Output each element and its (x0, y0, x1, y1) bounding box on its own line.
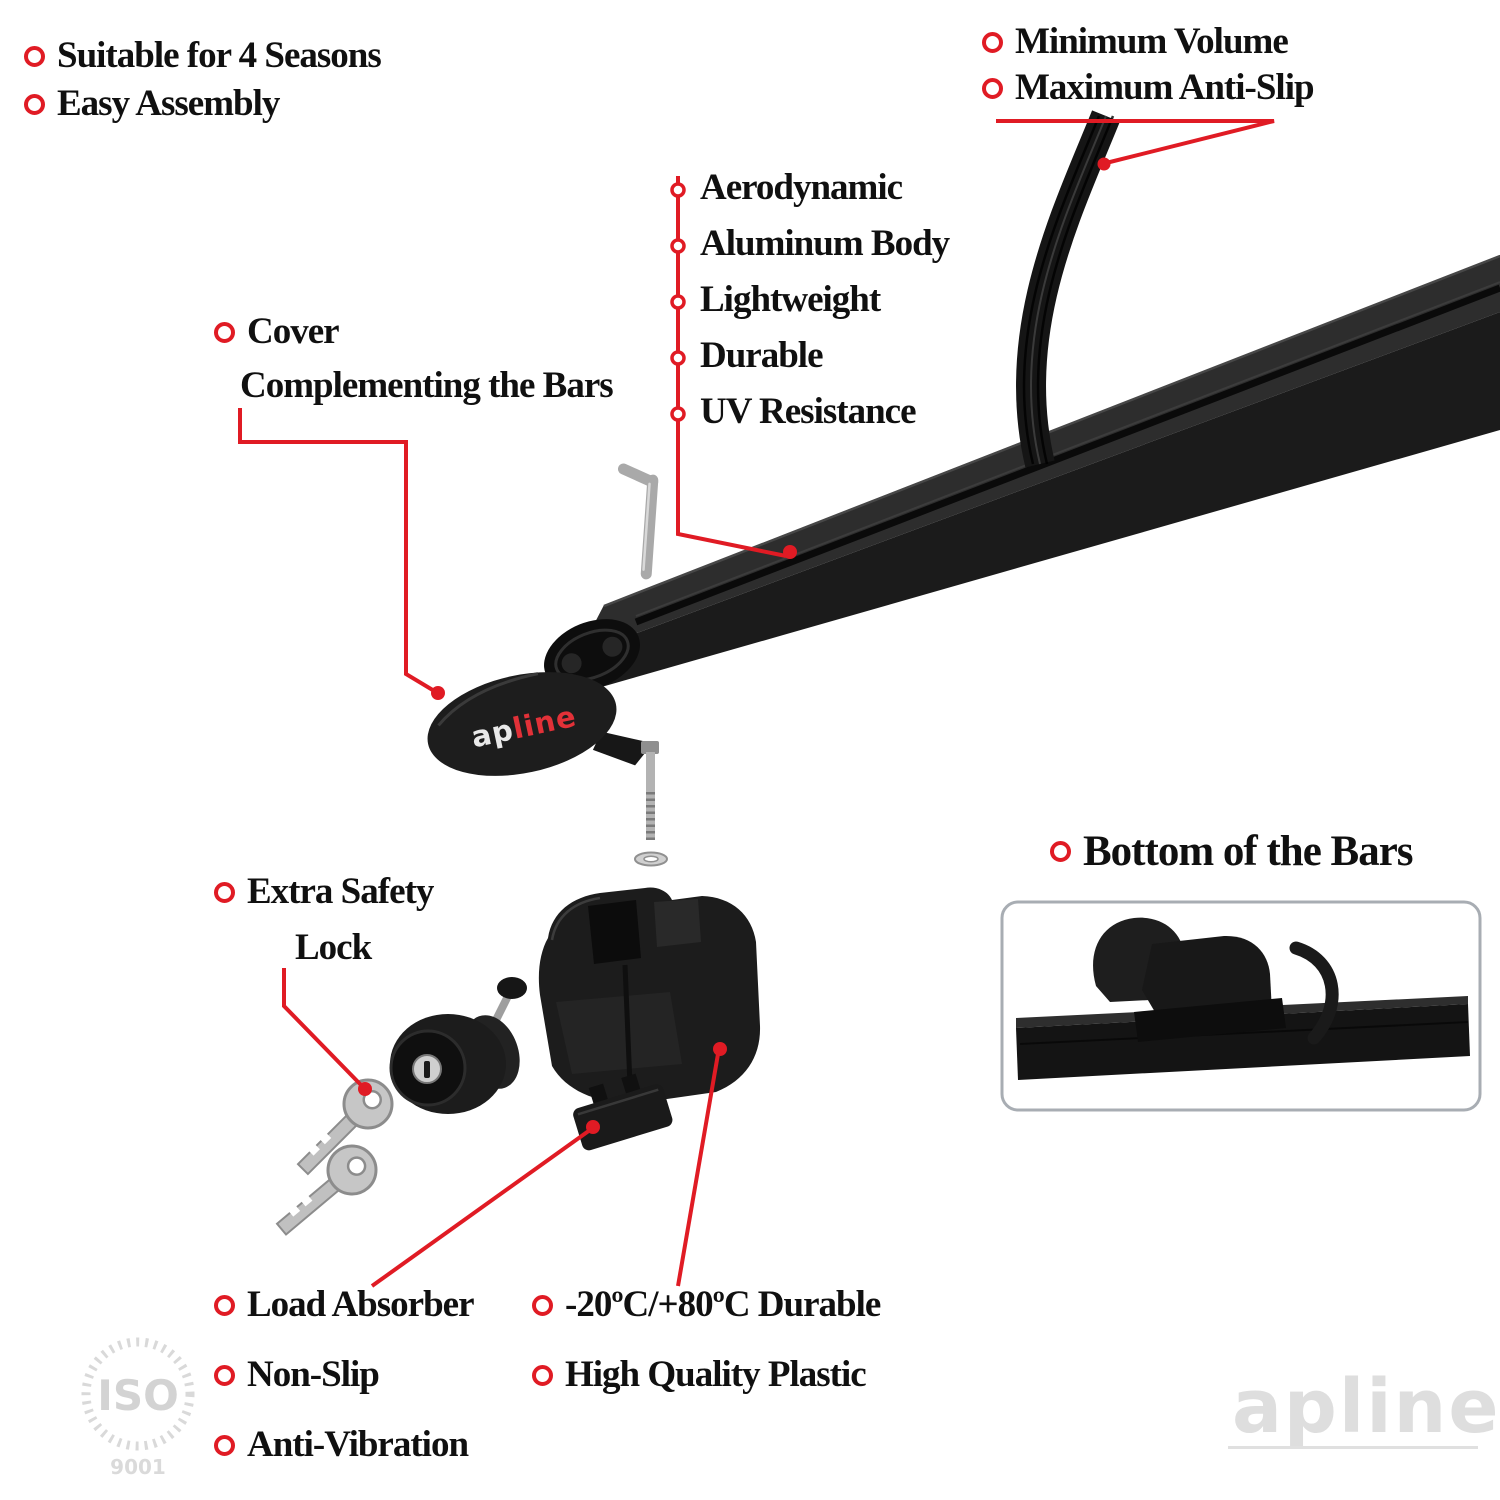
bolt (641, 741, 659, 840)
bullet-icon (982, 31, 1003, 53)
callout-absorber-line (370, 1128, 592, 1288)
bar-end-profile (544, 619, 640, 691)
label-uv-resistance: UV Resistance (700, 391, 916, 432)
label-lock: Lock (295, 927, 372, 968)
label-load-absorber: Load Absorber (214, 1284, 475, 1326)
watermark-text: apline (1232, 1364, 1500, 1450)
label-aluminum-body: Aluminum Body (700, 223, 950, 264)
cover-tail (592, 731, 653, 766)
feature-bullet-icon (670, 406, 686, 422)
label-extra-safety: Extra Safety (214, 871, 434, 913)
bullet-icon (532, 1364, 553, 1386)
dot-foot (713, 1042, 727, 1056)
dot-bar (783, 545, 797, 559)
mounting-foot (538, 887, 761, 1104)
label-suitable-seasons: Suitable for 4 Seasons (24, 35, 382, 77)
callout-durable-line (676, 1053, 720, 1287)
allen-key (617, 463, 659, 580)
bullet-icon (24, 45, 45, 67)
label-easy-assembly: Easy Assembly (24, 83, 280, 125)
bullet-icon (214, 1364, 235, 1386)
label-lightweight: Lightweight (700, 279, 881, 320)
label-maximum-antislip: Maximum Anti-Slip (982, 67, 1315, 109)
bullet-icon (214, 321, 235, 343)
label-cover-line2: Complementing the Bars (240, 365, 614, 406)
callout-dots (358, 157, 1111, 1134)
dot-strip (1097, 157, 1111, 171)
bullet-icon (214, 1434, 235, 1456)
rubber-strip (1015, 110, 1120, 468)
bar-groove-highlight (635, 281, 1500, 617)
label-minimum-volume: Minimum Volume (982, 21, 1289, 63)
bullet-icon (24, 93, 45, 115)
bullet-icon (1050, 841, 1071, 863)
label-aerodynamic: Aerodynamic (700, 167, 903, 208)
dot-endcap (586, 1120, 600, 1134)
iso-number: 9001 (110, 1455, 166, 1479)
bullet-icon (214, 881, 235, 903)
iso-text: ISO (97, 1371, 179, 1420)
bar-front-face (556, 312, 1500, 700)
brand-watermark: apline (1228, 1364, 1500, 1450)
load-absorber-part (573, 1073, 673, 1151)
lock-part (389, 977, 527, 1114)
bullet-icon (982, 77, 1003, 99)
callout-cover-line (238, 408, 438, 694)
callout-antislip-line (996, 119, 1275, 165)
bullet-icon (532, 1294, 553, 1316)
callout-lock-line (282, 968, 364, 1088)
bar-groove (634, 284, 1500, 626)
cover-brand-text: apline (468, 699, 579, 754)
label-temperature-durable: -20ºC/+80ºC Durable (532, 1284, 881, 1326)
feature-bullet-icon (670, 182, 686, 198)
feature-bullets (670, 182, 686, 422)
bottom-view-box (1000, 900, 1482, 1112)
washer (634, 851, 668, 867)
label-anti-vibration: Anti-Vibration (214, 1424, 469, 1466)
label-high-quality-plastic: High Quality Plastic (532, 1354, 867, 1396)
feature-bullet-icon (670, 238, 686, 254)
feature-bullet-icon (670, 350, 686, 366)
dot-cover (431, 686, 445, 700)
label-cover: Cover (214, 311, 340, 353)
label-non-slip: Non-Slip (214, 1354, 380, 1396)
iso-badge: ISO 9001 (81, 1337, 195, 1479)
keys (275, 1078, 394, 1236)
feature-bullet-icon (670, 294, 686, 310)
bullet-icon (214, 1294, 235, 1316)
dot-lock (358, 1082, 372, 1096)
cover-part: apline (427, 672, 653, 776)
label-bottom-of-bars: Bottom of the Bars (1050, 828, 1414, 875)
label-durable: Durable (700, 335, 823, 376)
